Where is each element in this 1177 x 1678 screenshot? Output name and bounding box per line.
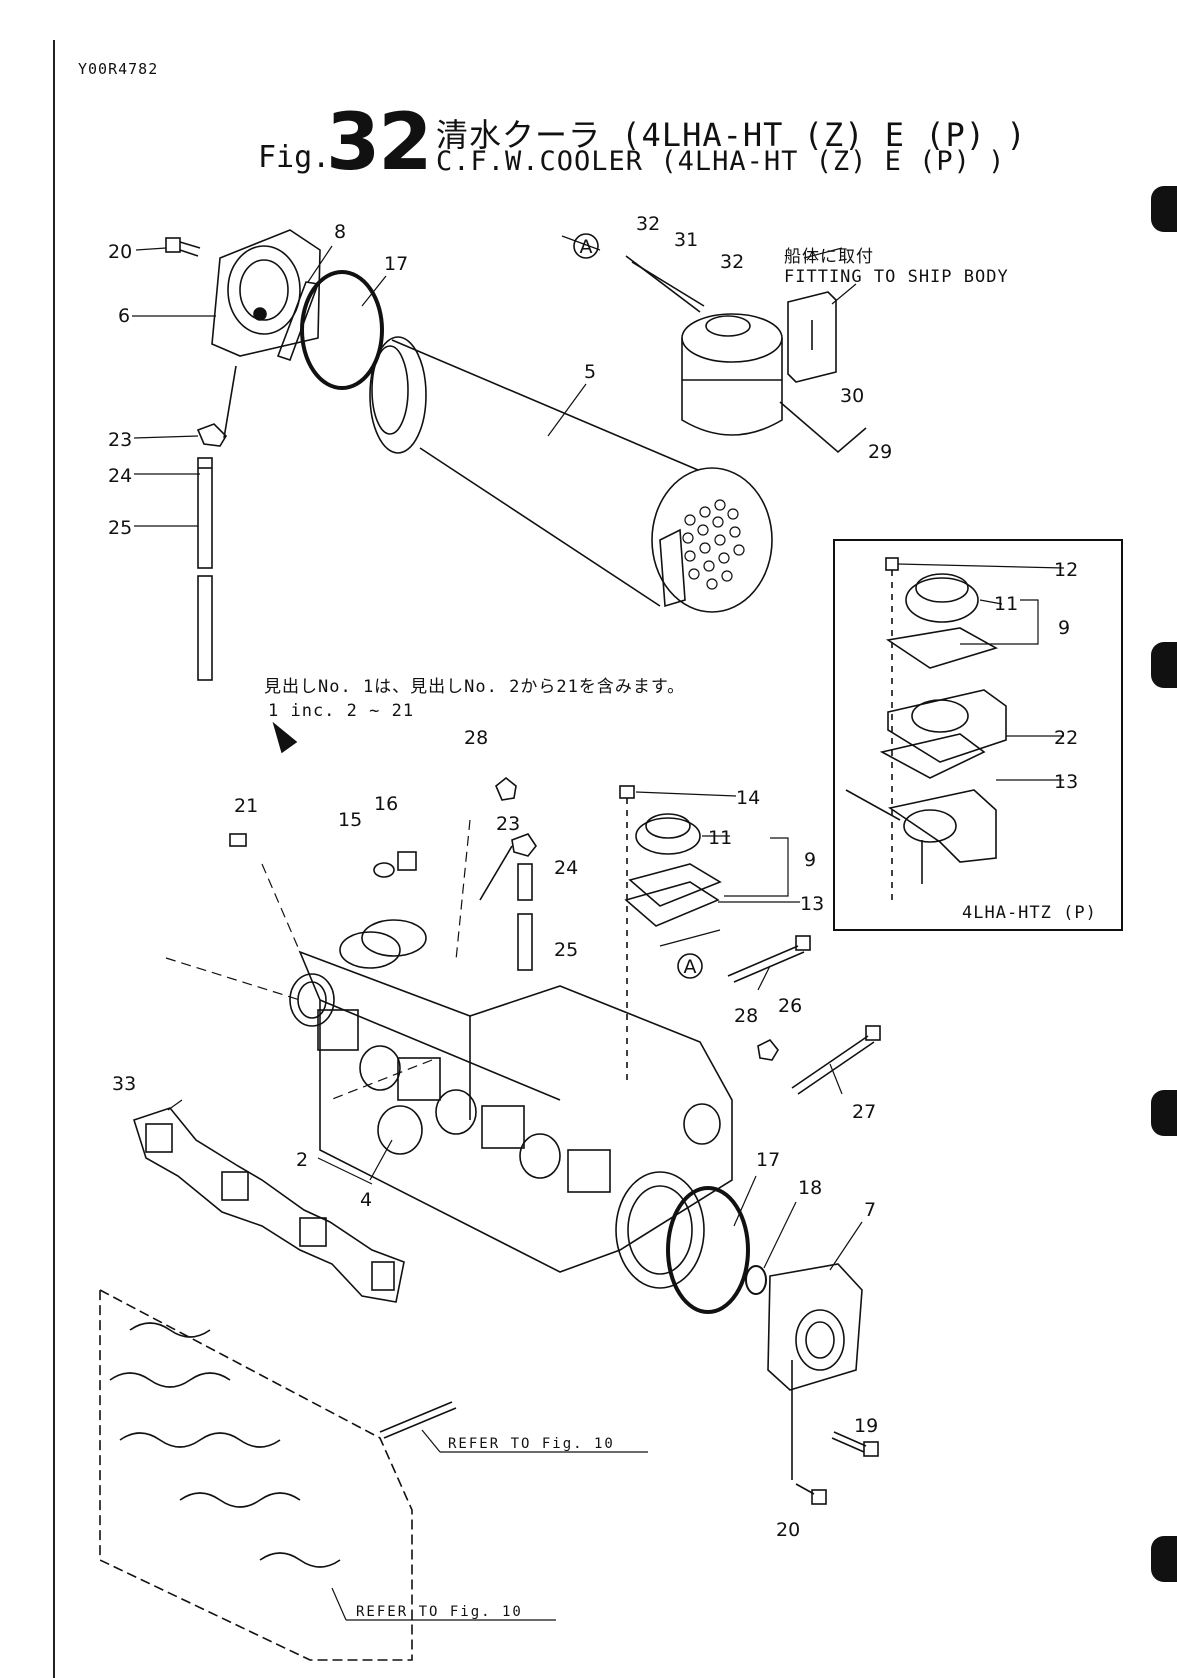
washer-15: [373, 862, 395, 878]
callout-23-top: 23: [108, 429, 132, 451]
callout-2: 2: [296, 1149, 308, 1171]
callout-leaders: [132, 235, 1065, 1621]
callout-17-top: 17: [384, 253, 408, 275]
leader-29: [779, 401, 867, 454]
callout-20-bottom: 20: [776, 1519, 800, 1541]
o-ring-17-top: [300, 270, 384, 390]
callout-28-right: 28: [734, 1005, 758, 1027]
callout-18: 18: [798, 1177, 822, 1199]
stud-ref: [379, 1401, 457, 1439]
callout-14: 14: [736, 787, 760, 809]
callout-21: 21: [234, 795, 258, 817]
binder-hole: [1151, 186, 1177, 232]
callout-15: 15: [338, 809, 362, 831]
callout-13-inset: 13: [1054, 771, 1078, 793]
callout-24-top: 24: [108, 465, 132, 487]
bracket-30: [787, 291, 837, 383]
labels: A A 船体に取付 FITTING TO SHIP BODY 見出しNo. 1は…: [108, 213, 1097, 1620]
callout-26: 26: [778, 995, 802, 1017]
callout-28-top: 28: [464, 727, 488, 749]
gasket-33: [133, 1107, 405, 1303]
callout-20-top: 20: [108, 241, 132, 263]
callout-13-center: 13: [800, 893, 824, 915]
refer-note-1: REFER TO Fig. 10: [448, 1436, 615, 1452]
binder-hole: [1151, 1090, 1177, 1136]
callout-25-top: 25: [108, 517, 132, 539]
title-english: C.F.W.COOLER (4LHA-HT (Z) E (P) ): [436, 146, 1006, 177]
nut-28: [757, 1038, 779, 1061]
callout-31: 31: [674, 229, 698, 251]
gasket-strip-8: [276, 281, 320, 362]
binder-hole: [1151, 1536, 1177, 1582]
includes-note-en: 1 inc. 2 ~ 21: [268, 701, 414, 721]
callout-6: 6: [118, 305, 130, 327]
fitting-note-en: FITTING TO SHIP BODY: [784, 267, 1009, 287]
thermostat-group: [619, 785, 722, 1082]
o-ring-18: [745, 1265, 767, 1295]
figure-number: 32: [326, 98, 433, 188]
plug-21: [229, 833, 247, 847]
circle-a-marker-top: [573, 233, 599, 259]
inset-parts: [845, 557, 1007, 900]
stud-27: [791, 1025, 881, 1095]
cover-plate-6: [211, 229, 321, 357]
document-id: Y00R4782: [78, 60, 159, 78]
bolt-20-top: [165, 237, 201, 257]
fitting-note-jp: 船体に取付: [784, 247, 874, 267]
callout-11-inset: 11: [994, 593, 1018, 615]
bolt-19: [831, 1431, 879, 1457]
callout-25-center: 25: [554, 939, 578, 961]
elbow-23-top: [196, 365, 237, 447]
manifold-body-2: [289, 919, 733, 1289]
cylinder-head-ref: [99, 1288, 413, 1661]
alignment-lines: [165, 819, 471, 1101]
cooler-tube-5: [369, 336, 773, 613]
elbow-23-center: [479, 833, 537, 901]
plug-16: [397, 851, 417, 871]
callout-23-center: 23: [496, 813, 520, 835]
end-cover-7: [767, 1263, 863, 1391]
callout-33: 33: [112, 1073, 136, 1095]
callout-17-bottom: 17: [756, 1149, 780, 1171]
callout-7: 7: [864, 1199, 876, 1221]
inset-frame: [833, 539, 1123, 931]
callout-29: 29: [868, 441, 892, 463]
callout-9-inset: 9: [1058, 617, 1070, 639]
callout-22: 22: [1054, 727, 1078, 749]
nut-28-top: [495, 776, 517, 801]
callout-4: 4: [360, 1189, 372, 1211]
circle-a-text-center: A: [684, 956, 697, 978]
view-arrow-icon: [272, 721, 298, 754]
title-japanese: 清水クーラ (4LHA-HT (Z) E (P) ): [436, 116, 1027, 154]
bolt-20-bottom: [791, 1360, 827, 1505]
pipe-31: [625, 255, 705, 313]
callout-9-center: 9: [804, 849, 816, 871]
callout-11-center: 11: [708, 827, 732, 849]
callout-30: 30: [840, 385, 864, 407]
callout-19: 19: [854, 1415, 878, 1437]
figure-prefix: Fig.: [258, 140, 331, 175]
includes-note-jp: 見出しNo. 1は、見出しNo. 2から21を含みます。: [264, 677, 685, 697]
expansion-tank-29: [681, 313, 783, 436]
o-ring-17-bottom: [666, 1186, 750, 1314]
refer-note-2: REFER TO Fig. 10: [356, 1604, 523, 1620]
page-margin-line: [53, 40, 55, 1678]
callout-27: 27: [852, 1101, 876, 1123]
callout-16: 16: [374, 793, 398, 815]
callout-32-left: 32: [636, 213, 660, 235]
hose-25-top: [197, 457, 213, 681]
callout-8: 8: [334, 221, 346, 243]
callout-24-center: 24: [554, 857, 578, 879]
binder-hole: [1151, 642, 1177, 688]
callout-12: 12: [1054, 559, 1078, 581]
callout-32-right: 32: [720, 251, 744, 273]
circle-a-marker-center: [677, 953, 703, 979]
inset-caption: 4LHA-HTZ (P): [962, 903, 1097, 923]
callout-5: 5: [584, 361, 596, 383]
circle-a-text-top: A: [580, 236, 593, 258]
stud-26: [727, 935, 811, 983]
hose-24-25-center: [517, 863, 533, 971]
